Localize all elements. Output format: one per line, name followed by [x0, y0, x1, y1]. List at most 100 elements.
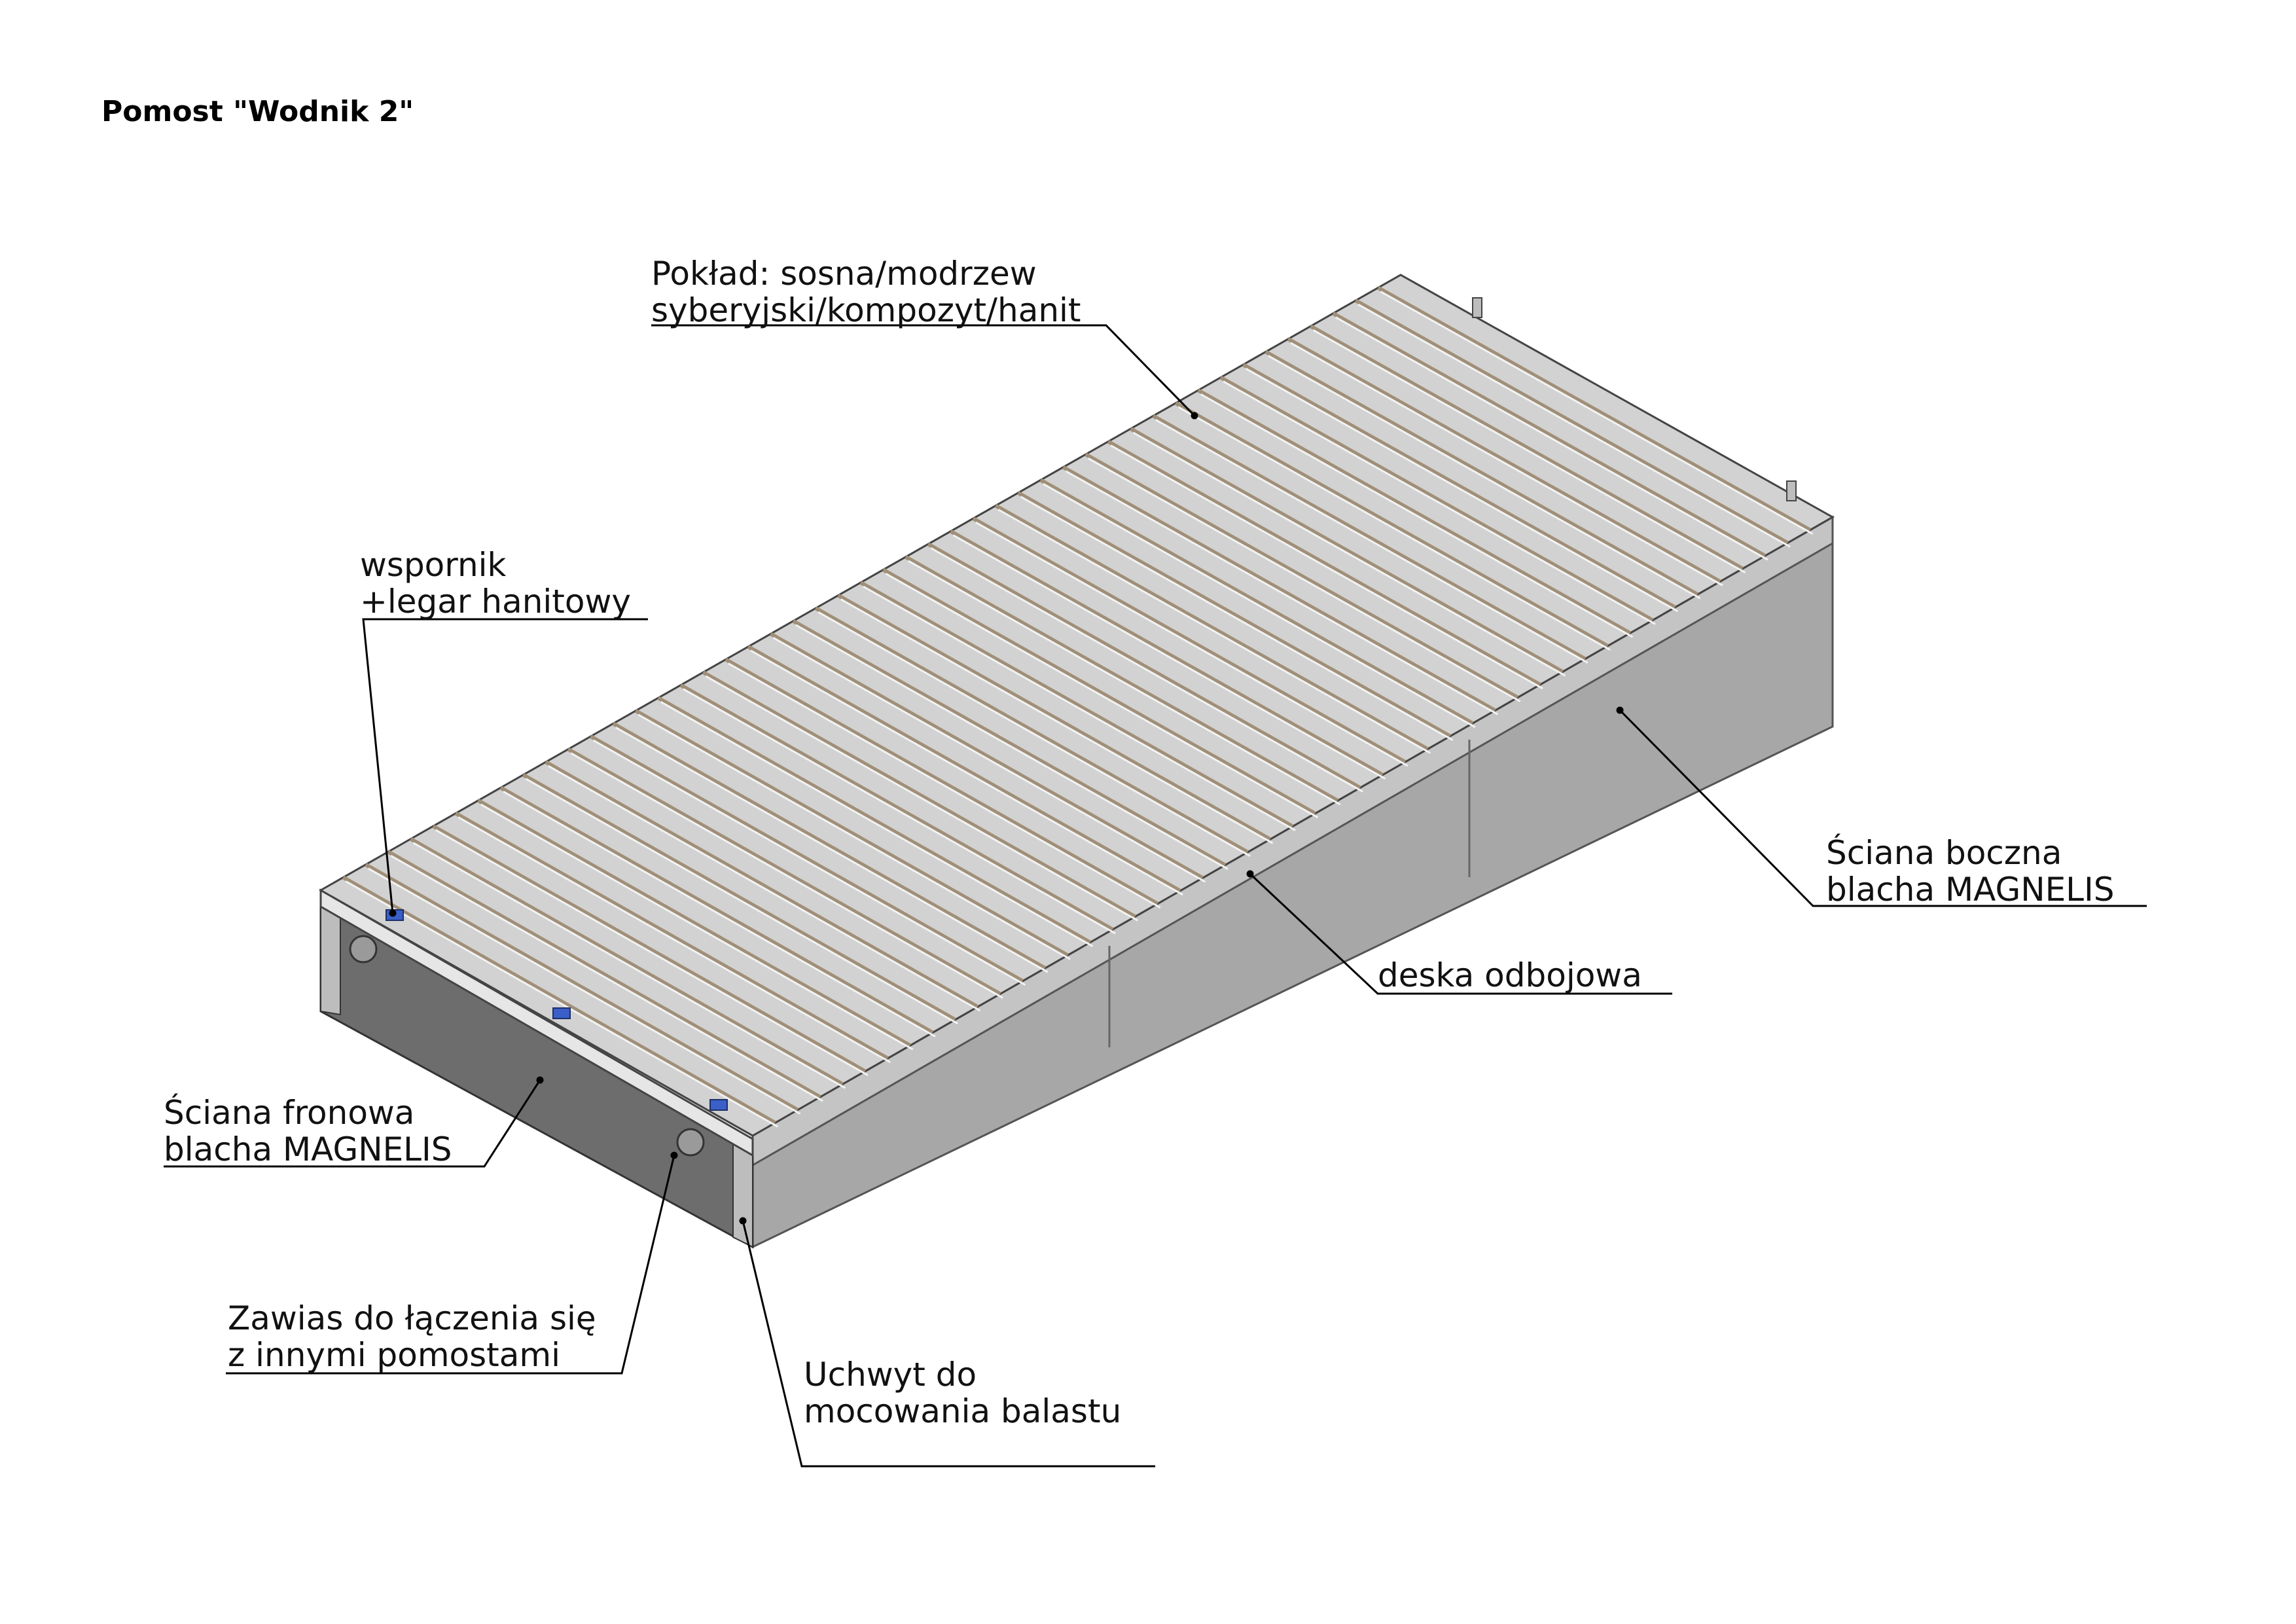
- deck-board-edge: [772, 637, 1206, 883]
- deck-board-edge: [952, 534, 1386, 780]
- deck-board-gap: [612, 721, 1047, 970]
- deck-board-gap: [837, 593, 1272, 841]
- deck-board-edge: [457, 816, 891, 1064]
- deck-board-edge: [548, 765, 981, 1012]
- deck-board-edge: [1200, 393, 1634, 638]
- label-hinge: Zawias do łączenia się z innymi pomostam…: [228, 1300, 596, 1373]
- deck-board-gap: [1107, 439, 1541, 687]
- leader-lines: [164, 324, 2147, 1468]
- deck-board-edge: [660, 700, 1094, 947]
- label-side-wall-line1: Ściana boczna: [1826, 834, 2062, 872]
- deck-board-gap: [770, 632, 1204, 880]
- deck-board-edge: [570, 752, 1003, 999]
- deck-board-edge: [997, 509, 1431, 754]
- deck-board-edge: [728, 662, 1161, 909]
- deck-board-gap: [1377, 285, 1812, 532]
- deck-board-edge: [1132, 431, 1566, 677]
- deck-board-edge: [1335, 316, 1768, 561]
- deck-board-edge: [1155, 419, 1588, 664]
- deck-board-edge: [705, 675, 1139, 922]
- label-bracket: wspornik +legar hanitowy: [360, 547, 631, 620]
- deck-board-gap: [545, 760, 979, 1009]
- deck-board-edge: [592, 739, 1026, 986]
- deck-board-gap: [1017, 491, 1452, 738]
- label-ballast-line2: mocowania balastu: [804, 1392, 1122, 1430]
- leader-ballast: [742, 1220, 1155, 1468]
- label-ballast: Uchwyt do mocowania balastu: [804, 1356, 1121, 1430]
- leader-dot: [1246, 870, 1254, 878]
- deck-board-gap: [477, 799, 912, 1047]
- deck-board-gap: [634, 709, 1069, 957]
- hinge-pin-icon: [1472, 297, 1482, 318]
- deck-board-gap: [972, 516, 1407, 764]
- front-wall-frame: [732, 1141, 753, 1248]
- deck-board-gap: [590, 734, 1024, 983]
- deck-boards: [342, 285, 1814, 1128]
- deck-board-edge: [817, 611, 1251, 857]
- deck-board-edge: [1110, 444, 1543, 690]
- deck-board-gap: [1310, 324, 1744, 571]
- deck-board-edge: [345, 880, 779, 1128]
- deck-board-gap: [410, 837, 844, 1086]
- deck-board-gap: [1152, 414, 1587, 661]
- label-fender-line1: deska odbojowa: [1378, 956, 1642, 994]
- label-bracket-line1: wspornik: [360, 546, 507, 584]
- deck-board-gap: [1130, 427, 1564, 674]
- deck-board-gap: [725, 657, 1159, 906]
- deck-board-edge: [615, 727, 1049, 973]
- deck-board-edge: [1290, 342, 1723, 586]
- leader-front-wall: [164, 1079, 541, 1168]
- deck-board-edge: [1380, 291, 1814, 535]
- leader-dot: [1616, 706, 1624, 714]
- deck-board-gap: [387, 850, 821, 1099]
- deck-board-edge: [503, 791, 936, 1038]
- deck-board-gap: [1265, 350, 1699, 596]
- label-hinge-line2: z innymi pomostami: [228, 1336, 561, 1374]
- deck-board-edge: [368, 867, 801, 1115]
- leader-fender: [1249, 873, 1672, 995]
- label-front-wall-line2: blacha MAGNELIS: [164, 1130, 452, 1168]
- deck-board-edge: [412, 842, 846, 1089]
- front-top-rail: [319, 888, 754, 1157]
- deck-board-gap: [657, 696, 1092, 945]
- deck-board-gap: [814, 606, 1249, 854]
- label-side-wall-line2: blacha MAGNELIS: [1826, 871, 2115, 909]
- deck-board-edge: [795, 624, 1229, 870]
- bracket-icon: [552, 1007, 571, 1019]
- leader-dot: [1191, 412, 1198, 420]
- label-deck-line1: Pokład: sosna/modrzew: [651, 255, 1037, 293]
- leader-dot: [739, 1217, 747, 1225]
- label-deck: Pokład: sosna/modrzew syberyjski/kompozy…: [651, 255, 1081, 329]
- deck-board-gap: [702, 670, 1136, 918]
- deck-board-gap: [927, 542, 1361, 790]
- hinge-pin-icon: [1786, 480, 1797, 501]
- deck-board-edge: [480, 803, 914, 1051]
- label-deck-line2: syberyjski/kompozyt/hanit: [651, 291, 1081, 329]
- deck-board-gap: [950, 530, 1384, 777]
- deck-board-edge: [1268, 355, 1701, 600]
- deck-board-edge: [975, 521, 1408, 767]
- deck-board-edge: [1065, 470, 1499, 715]
- label-hinge-line1: Zawias do łączenia się: [228, 1299, 596, 1337]
- deck-board-edge: [1020, 496, 1454, 741]
- deck-board-gap: [679, 683, 1114, 931]
- deck-board-edge: [840, 598, 1274, 844]
- deck-board-edge: [1357, 303, 1791, 548]
- deck-board-edge: [637, 713, 1071, 960]
- deck-board-gap: [1085, 452, 1519, 700]
- deck-board-gap: [1287, 337, 1721, 584]
- deck-board-gap: [1062, 465, 1496, 712]
- deck-board-gap: [1174, 401, 1609, 648]
- deck-board-edge: [750, 649, 1183, 896]
- deck-board-gap: [905, 555, 1339, 803]
- leader-dot: [670, 1151, 678, 1159]
- leader-dot: [536, 1076, 544, 1084]
- leader-dot: [389, 909, 397, 917]
- leader-side-wall: [1619, 709, 2147, 907]
- deck-board-gap: [1332, 312, 1767, 558]
- deck-board-gap: [1197, 388, 1632, 635]
- deck-board-edge: [1312, 329, 1746, 574]
- deck-board-edge: [908, 560, 1341, 806]
